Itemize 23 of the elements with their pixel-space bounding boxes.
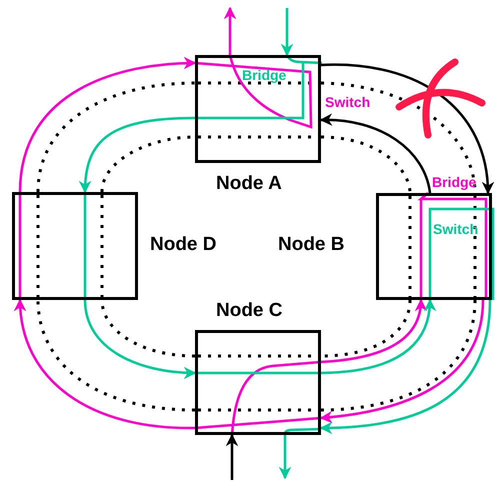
arrow bbox=[224, 6, 236, 55]
arrow bbox=[226, 434, 238, 480]
arrow bbox=[280, 8, 294, 56]
ring-line bbox=[36, 300, 196, 412]
label-text: Bridge bbox=[432, 174, 476, 190]
arrow bbox=[321, 64, 494, 194]
arrow bbox=[84, 300, 196, 379]
ring-line bbox=[320, 136, 412, 194]
node-label: Node D bbox=[150, 234, 216, 256]
arrow bbox=[14, 298, 196, 430]
arrow bbox=[320, 298, 436, 374]
arrow bbox=[320, 114, 432, 194]
label-text: Bridge bbox=[242, 67, 286, 83]
arrow bbox=[18, 57, 196, 192]
ring-line bbox=[36, 82, 196, 192]
label-text: Switch bbox=[433, 221, 478, 237]
node-label: Node C bbox=[216, 300, 282, 322]
node-label: Node B bbox=[278, 234, 344, 256]
arrow bbox=[79, 116, 196, 194]
arrow bbox=[320, 298, 427, 364]
arrow bbox=[278, 435, 292, 480]
node-label: Node A bbox=[216, 173, 282, 195]
label-text: Switch bbox=[325, 94, 370, 110]
